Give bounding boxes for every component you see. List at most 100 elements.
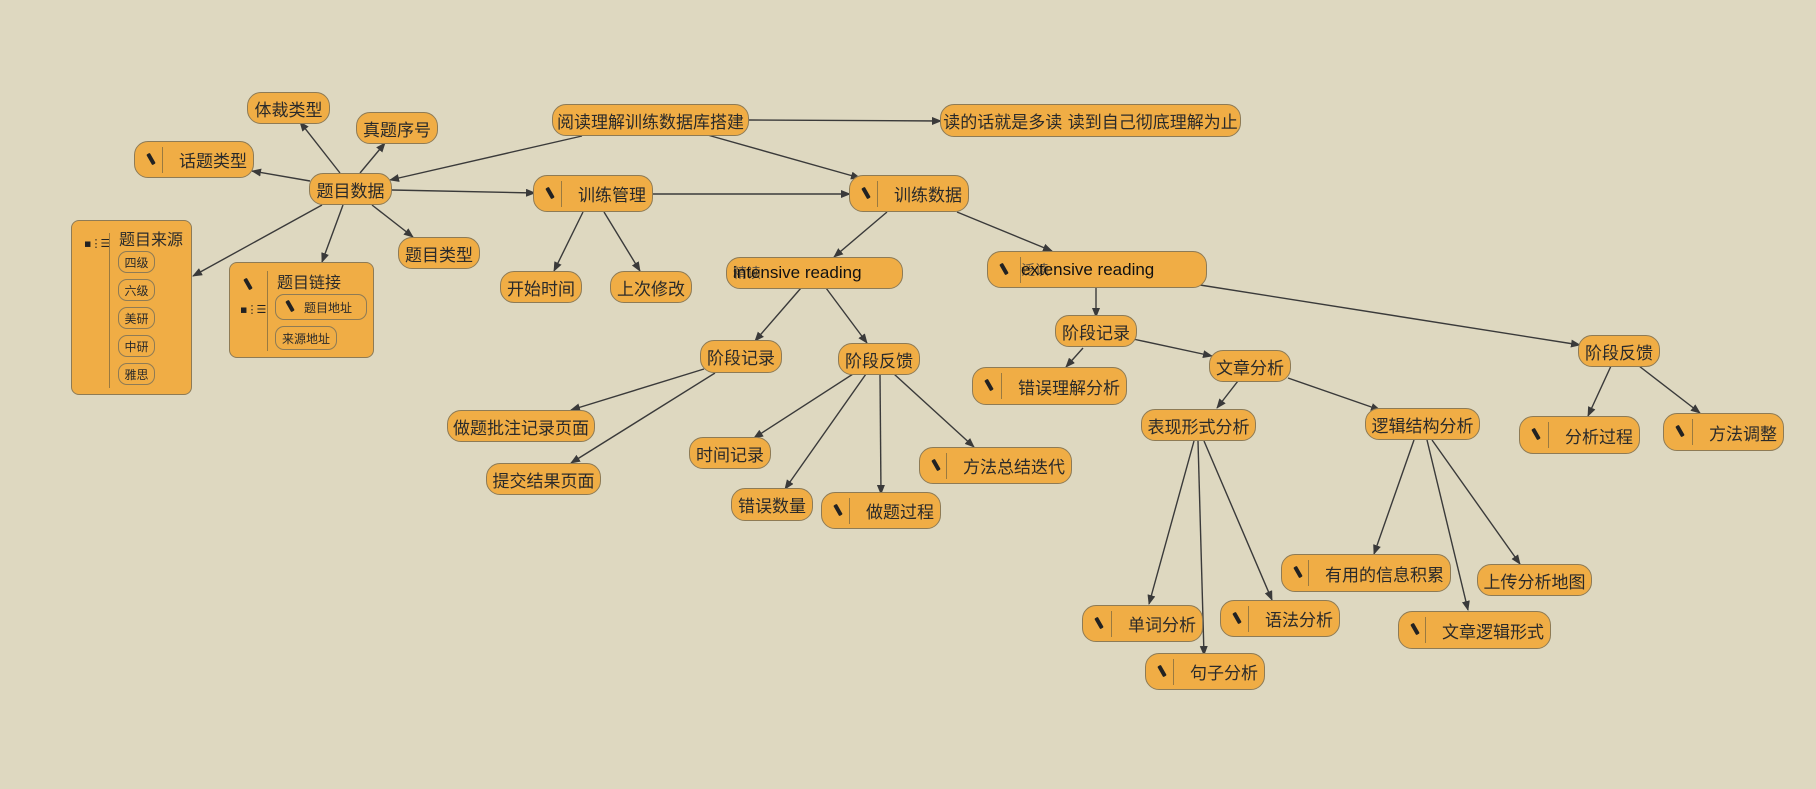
cuowu-shu-node[interactable]: 错误数量 — [731, 488, 813, 521]
edge-biaoxian-yufa — [1203, 440, 1273, 601]
timu-label: 题目数据 — [316, 181, 385, 202]
juzi-label: 句子分析 — [1190, 664, 1258, 684]
luoji-node[interactable]: 逻辑结构分析 — [1365, 408, 1480, 440]
biaoxian-node[interactable]: 表现形式分析 — [1141, 409, 1256, 441]
tici-node[interactable]: 体裁类型 — [247, 92, 330, 124]
root-node[interactable]: 阅读理解训练数据库搭建 — [552, 104, 749, 136]
pen-icon — [983, 378, 991, 394]
cuowu-lijie-node[interactable]: 错误理解分析 — [972, 367, 1127, 405]
list-icon: ▪⋮☰ — [240, 303, 266, 316]
int-record-label: 阶段记录 — [707, 349, 775, 369]
edge-ext-record-cuowu — [1065, 347, 1084, 368]
link-item-address[interactable]: 题目地址 — [275, 294, 367, 320]
xunlian-mgmt-node[interactable]: 训练管理 — [533, 175, 653, 212]
pen-icon — [1409, 622, 1415, 638]
xunlian-data-label: 训练数据 — [894, 186, 962, 206]
source-item[interactable]: 中研 — [118, 335, 155, 357]
edge-timu-type — [371, 204, 414, 238]
ext-record-label: 阶段记录 — [1062, 323, 1130, 344]
edge-ext-feedback-fenxi — [1587, 365, 1612, 417]
huati-label: 话题类型 — [179, 152, 247, 172]
cuowu-lijie-label: 错误理解分析 — [1018, 378, 1120, 399]
ext-record-node[interactable]: 阶段记录 — [1055, 315, 1137, 347]
timu-type-label: 题目类型 — [405, 245, 473, 266]
wenzhang-label: 文章分析 — [1216, 358, 1284, 379]
int-feedback-label: 阶段反馈 — [845, 351, 913, 372]
pen-icon — [860, 186, 867, 202]
source-item[interactable]: 六级 — [118, 279, 155, 301]
source-group[interactable]: ▪⋮☰ 题目来源 四级 六级 美研 中研 雅思 — [71, 220, 192, 395]
source-item[interactable]: 美研 — [118, 307, 155, 329]
huati-node[interactable]: 话题类型 — [134, 141, 254, 178]
danci-label: 单词分析 — [1128, 616, 1196, 636]
pen-icon — [832, 503, 839, 519]
edge-timu-mgmt — [391, 188, 536, 197]
root-node-label: 阅读理解训练数据库搭建 — [557, 112, 744, 133]
kaishi-node[interactable]: 开始时间 — [500, 271, 582, 303]
luoji-xingshi-label: 文章逻辑形式 — [1442, 622, 1544, 643]
list-icon: ▪⋮☰ — [84, 237, 110, 250]
edge-biaoxian-danci — [1147, 440, 1195, 605]
source-item[interactable]: 四级 — [118, 251, 155, 273]
timu-node[interactable]: 题目数据 — [309, 173, 392, 205]
shangci-node[interactable]: 上次修改 — [610, 271, 692, 303]
intensive-cn-label: 精读 — [733, 266, 761, 282]
zuoti-guocheng-node[interactable]: 做题过程 — [821, 492, 941, 529]
timu-type-node[interactable]: 题目类型 — [398, 237, 480, 269]
extensive-cn-label: 泛读 — [1021, 262, 1049, 279]
edge-int-feedback-guocheng — [876, 373, 885, 495]
shangchuan-node[interactable]: 上传分析地图 — [1477, 564, 1592, 596]
youyong-label: 有用的信息积累 — [1325, 565, 1444, 586]
shijian-node[interactable]: 时间记录 — [689, 437, 771, 469]
pen-icon — [242, 277, 254, 293]
tijiao-node[interactable]: 提交结果页面 — [486, 463, 601, 495]
zuoti-pizhu-node[interactable]: 做题批注记录页面 — [447, 410, 595, 442]
int-record-node[interactable]: 阶段记录 — [700, 340, 782, 373]
wenzhang-node[interactable]: 文章分析 — [1209, 350, 1291, 382]
edge-ext-record-wenzhang — [1132, 338, 1213, 359]
link-group[interactable]: ▪⋮☰ 题目链接 题目地址 来源地址 — [229, 262, 374, 358]
xunlian-mgmt-label: 训练管理 — [578, 186, 646, 206]
note-node[interactable]: 读的话就是多读 读到自己彻底理解为止 — [940, 104, 1241, 137]
edge-int-feedback-fangfa — [893, 373, 975, 448]
edge-ext-feedback-fangfa — [1638, 365, 1701, 414]
edge-root-xunlian-data — [703, 133, 861, 180]
pen-icon — [284, 299, 296, 315]
fangfa-tiaozheng-label: 方法调整 — [1709, 424, 1777, 445]
zuoti-guocheng-label: 做题过程 — [866, 503, 934, 523]
shijian-label: 时间记录 — [696, 445, 764, 466]
source-group-title: 题目来源 — [119, 230, 184, 249]
edge-root-timu — [389, 135, 583, 182]
edge-intensive-feedback — [825, 287, 868, 344]
zhenti-node[interactable]: 真题序号 — [356, 112, 438, 144]
edge-root-note — [747, 116, 942, 125]
pen-icon — [1292, 565, 1298, 581]
source-item[interactable]: 雅思 — [118, 363, 155, 385]
edge-int-feedback-shijian — [753, 373, 854, 439]
pen-icon — [145, 152, 152, 168]
youyong-node[interactable]: 有用的信息积累 — [1281, 554, 1451, 592]
fenxi-guocheng-node[interactable]: 分析过程 — [1519, 416, 1640, 454]
xunlian-data-node[interactable]: 训练数据 — [849, 175, 969, 212]
fangfa-tiaozheng-node[interactable]: 方法调整 — [1663, 413, 1784, 451]
kaishi-label: 开始时间 — [507, 279, 575, 300]
pen-icon — [1530, 427, 1538, 443]
luoji-xingshi-node[interactable]: 文章逻辑形式 — [1398, 611, 1551, 649]
edge-timu-link — [321, 204, 344, 263]
juzi-node[interactable]: 句子分析 — [1145, 653, 1265, 690]
yufa-node[interactable]: 语法分析 — [1220, 600, 1340, 637]
fenxi-guocheng-label: 分析过程 — [1565, 427, 1633, 448]
link-item-source[interactable]: 来源地址 — [275, 326, 337, 350]
danci-node[interactable]: 单词分析 — [1082, 605, 1203, 642]
ext-feedback-node[interactable]: 阶段反馈 — [1578, 335, 1660, 367]
fangfa-zongjie-node[interactable]: 方法总结迭代 — [919, 447, 1072, 484]
extensive-en-label: extensive reading — [1021, 259, 1155, 279]
edge-mgmt-kaishi — [553, 211, 584, 272]
edge-luoji-youyong — [1373, 439, 1415, 555]
int-feedback-node[interactable]: 阶段反馈 — [838, 343, 920, 375]
luoji-label: 逻辑结构分析 — [1371, 416, 1474, 437]
edge-data-intensive — [833, 211, 888, 258]
